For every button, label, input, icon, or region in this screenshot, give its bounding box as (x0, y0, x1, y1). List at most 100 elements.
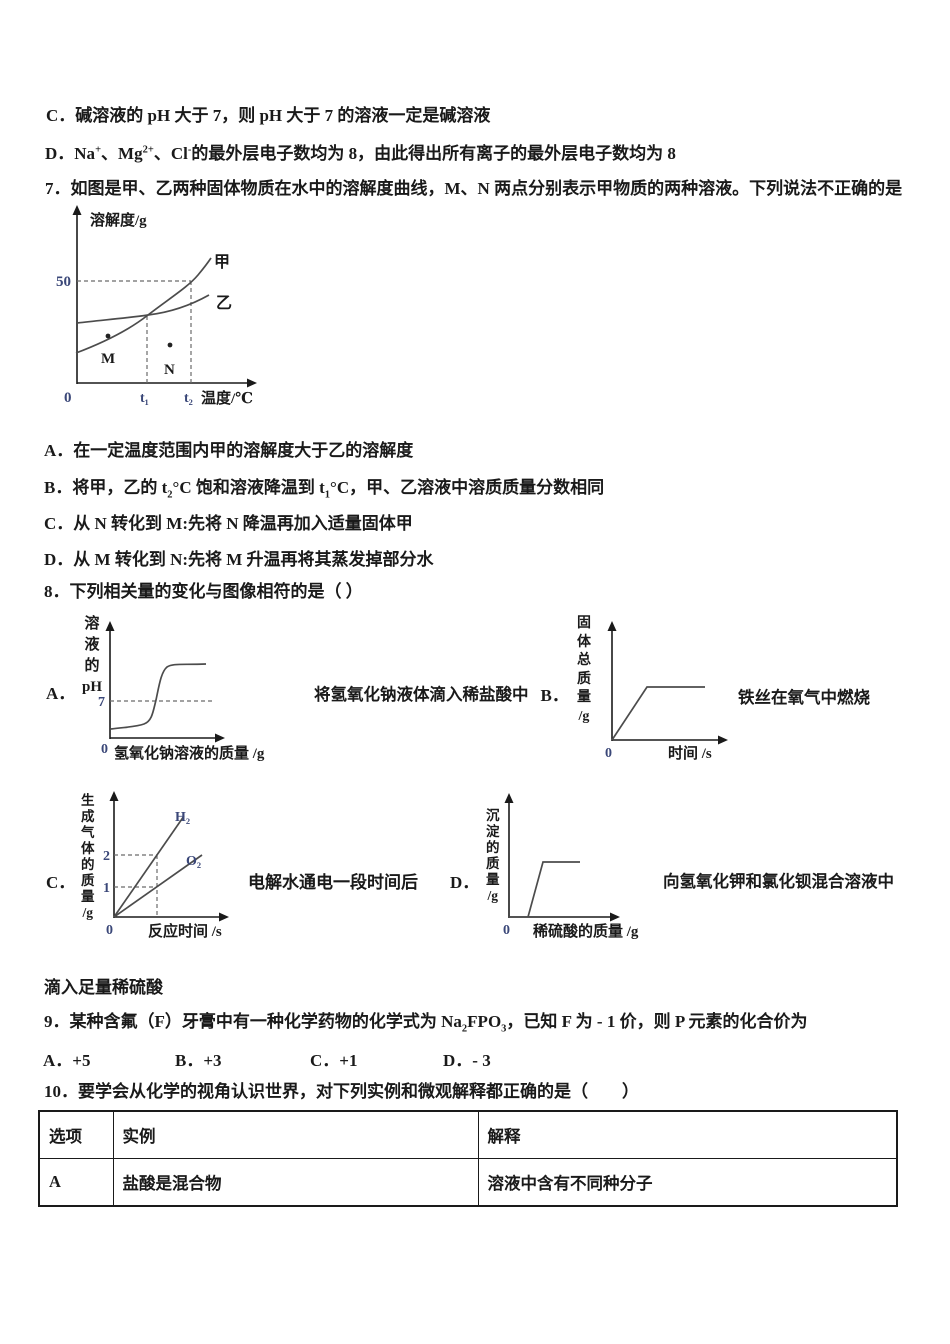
q8-option-a-label: A． (46, 684, 76, 703)
y-ref-7: 7 (98, 695, 105, 710)
option-text: 从 N 转化到 M:先将 N 降温再加入适量固体甲 (73, 514, 413, 533)
option-text: 从 M 转化到 N:先将 M 升温再将其蒸发掉部分水 (73, 550, 434, 569)
origin-0: 0 (503, 923, 510, 938)
curve-jia (75, 257, 212, 354)
q9-option-d: D．- 3 (443, 1046, 491, 1071)
ion-mg-charge: 2+ (142, 144, 154, 156)
point-n-dot (167, 342, 173, 348)
x-axis-label: 氢氧化钠溶液的质量 /g (114, 744, 265, 762)
q8-chart-a-svg: 7 0 氢氧化钠溶液的质量 /g (98, 621, 265, 762)
question-10-table-wrap: 选项 实例 解释 A 盐酸是混合物 溶液中含有不同种分子 (38, 1110, 898, 1207)
prev-option-d: D．Na+、Mg2+、Cl-的最外层电子数均为 8，由此得出所有离子的最外层电子… (45, 139, 676, 164)
option-label: B． (44, 478, 73, 497)
curve-jia-label: 甲 (214, 253, 230, 271)
curve-yi (76, 294, 210, 324)
point-n-label: N (164, 362, 175, 378)
y-tick-1: 1 (103, 881, 110, 896)
y-axis-label-vertical: 溶 液 的 pH (82, 616, 103, 695)
prev-option-c: C．碱溶液的 pH 大于 7，则 pH 大于 7 的溶液一定是碱溶液 (46, 101, 490, 126)
ion-na-charge: + (95, 144, 102, 156)
question-8-stem: 8．下列相关量的变化与图像相符的是（ ） (44, 582, 363, 601)
q7-option-b: B．将甲，乙的 t2°C 饱和溶液降温到 t1°C，甲、乙溶液中溶质质量分数相同 (44, 473, 605, 501)
q8-caption-d-continued: 滴入足量稀硫酸 (44, 978, 163, 997)
option-label: B． (175, 1051, 204, 1070)
option-label: A． (44, 441, 74, 460)
x-axis-label: 时间 /s (668, 744, 712, 762)
stem-text: FPO (467, 1012, 502, 1031)
origin-0: 0 (101, 742, 108, 757)
q8-option-d-label: D． (450, 873, 480, 892)
stem-text: ，已知 F 为 - 1 价，则 P 元素的化合价为 (506, 1012, 808, 1031)
o2-line (113, 854, 203, 918)
option-text: °C，甲、乙溶液中溶质质量分数相同 (330, 478, 605, 497)
q8-caption-b: 铁丝在氧气中燃烧 (738, 688, 870, 707)
origin-0: 0 (605, 746, 612, 761)
x-axis-arrow-icon (610, 912, 620, 922)
q7-option-a: A．在一定温度范围内甲的溶解度大于乙的溶解度 (44, 436, 413, 461)
cell-explanation: 溶液中含有不同种分子 (477, 1158, 898, 1207)
y-axis-label: 溶解度/g (90, 211, 147, 229)
question-10-table: 选项 实例 解释 A 盐酸是混合物 溶液中含有不同种分子 (38, 1110, 898, 1207)
y-tick-2: 2 (103, 849, 110, 864)
precipitate-line (509, 861, 580, 918)
option-text: 将甲，乙的 t (72, 478, 168, 497)
ion-cl: 、Cl (153, 144, 188, 163)
option-label: A． (43, 1051, 73, 1070)
x-axis-label: 反应时间 /s (148, 922, 222, 940)
option-text: +3 (203, 1051, 222, 1070)
point-m-dot (105, 333, 111, 339)
mass-line (611, 686, 705, 741)
question-9-stem: 9．某种含氟（F）牙膏中有一种化学药物的化学式为 Na2FPO3，已知 F 为 … (44, 1007, 808, 1034)
q8-chart-c-svg: H₂ O₂ 2 1 0 反应时间 /s (103, 791, 229, 940)
q7-option-d: D．从 M 转化到 N:先将 M 升温再将其蒸发掉部分水 (44, 545, 434, 570)
q9-option-b: B．+3 (175, 1046, 310, 1071)
y-tick-50: 50 (56, 274, 71, 290)
h2-line (113, 815, 185, 918)
cell-example: 盐酸是混合物 (112, 1158, 479, 1207)
o2-label: O₂ (186, 854, 201, 869)
x-tick-t2: t₂ (184, 391, 193, 406)
option-text: +5 (72, 1051, 91, 1070)
q9-option-a: A．+5 (43, 1046, 175, 1071)
option-label: C． (310, 1051, 340, 1070)
ion-cl-charge: - (187, 144, 192, 156)
ph-curve (110, 663, 207, 730)
q8-chart-d: 沉 淀 的 质 量 /g 0 稀硫酸的质量 /g (485, 790, 665, 950)
x-axis-arrow-icon (247, 378, 257, 388)
x-axis-arrow-icon (718, 735, 728, 745)
y-axis-label-vertical: 沉 淀 的 质 量 /g (486, 808, 500, 903)
option-text: °C 饱和溶液降温到 t (172, 478, 325, 497)
q7-solubility-chart: 溶解度/g 50 甲 乙 M N 0 t₁ t₂ 温度/℃ (45, 203, 280, 423)
sub-t2: 2 (167, 489, 173, 501)
h2-label: H₂ (175, 810, 190, 825)
q7-option-c: C．从 N 转化到 M:先将 N 降温再加入适量固体甲 (44, 509, 413, 534)
point-m-label: M (101, 351, 115, 367)
question-7-stem: 7．如图是甲、乙两种固体物质在水中的溶解度曲线，M、N 两点分别表示甲物质的两种… (45, 179, 903, 198)
curve-yi-label: 乙 (216, 295, 232, 312)
q8-chart-d-svg: 0 稀硫酸的质量 /g (503, 793, 639, 940)
option-text: 在一定温度范围内甲的溶解度大于乙的溶解度 (73, 441, 414, 460)
option-label: C． (44, 514, 74, 533)
stem-text: 9．某种含氟（F）牙膏中有一种化学药物的化学式为 Na (44, 1012, 462, 1031)
option-label: D． (44, 550, 74, 569)
header-explanation: 解释 (477, 1110, 898, 1159)
q8-chart-c: 生 成 气 体 的 质 量 /g H₂ O₂ 2 1 0 反应时间 /s (80, 790, 260, 952)
y-axis-label-vertical: 生 成 气 体 的 质 量 /g (81, 793, 95, 920)
q8-chart-b: 固 体 总 质 量 /g 0 时间 /s (573, 613, 743, 768)
ion-na: Na (74, 144, 96, 163)
x-tick-0: 0 (64, 390, 72, 406)
x-tick-t1: t₁ (140, 391, 149, 406)
y-axis-arrow-icon (109, 791, 119, 801)
x-axis-label: 温度/℃ (201, 389, 253, 407)
q8-option-c-label: C． (46, 873, 76, 892)
option-text: 碱溶液的 pH 大于 7，则 pH 大于 7 的溶液一定是碱溶液 (75, 106, 491, 125)
q8-caption-a-row: 将氢氧化钠液体滴入稀盐酸中 B． (314, 681, 569, 706)
option-label: C． (46, 106, 76, 125)
y-axis-arrow-icon (504, 793, 514, 803)
sub-t1: 1 (324, 489, 331, 501)
question-10-stem: 10．要学会从化学的视角认识世界，对下列实例和微观解释都正确的是（ ） (44, 1082, 639, 1101)
y-axis-arrow-icon (72, 205, 82, 215)
option-text: 的最外层电子数均为 8，由此得出所有离子的最外层电子数均为 8 (191, 144, 676, 163)
q8-chart-b-svg: 0 时间 /s (605, 621, 728, 762)
